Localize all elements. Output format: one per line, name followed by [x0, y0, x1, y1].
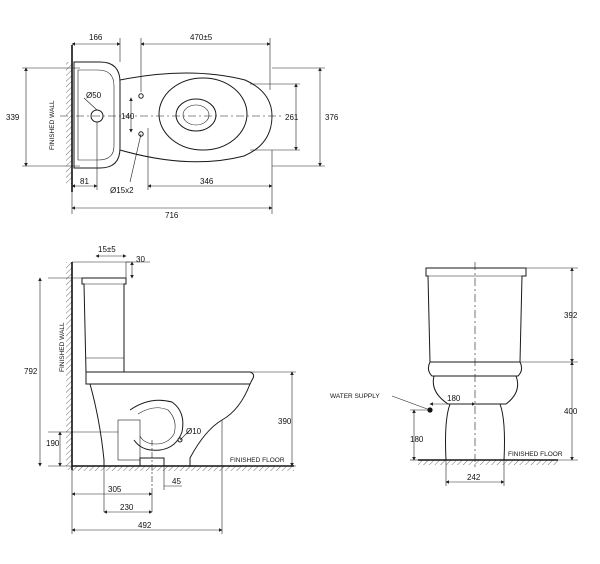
dim-180b-label: 180	[410, 435, 424, 444]
plan-bowl-trap	[182, 104, 210, 126]
plan-bowl-water	[175, 98, 217, 132]
dim-392-label: 392	[564, 311, 578, 320]
leader-15x2	[129, 133, 142, 183]
side-floor-hatch	[72, 466, 294, 471]
dim-716-label: 716	[165, 211, 179, 220]
dim-346-label: 346	[200, 177, 214, 186]
plan-bowl-outline	[119, 72, 273, 163]
dim-166-label: 166	[89, 33, 103, 42]
dim-15x2-label: Ø15x2	[110, 186, 134, 195]
side-trap-body	[117, 419, 141, 461]
dim-180a-label: 180	[447, 394, 461, 403]
front-view: 392 400 180 180 242 WATER SUPPLY FINISHE…	[330, 262, 578, 486]
dim-376-label: 376	[325, 113, 339, 122]
plan-tank-inner	[77, 69, 115, 161]
dim-10-label: Ø10	[186, 427, 202, 436]
front-seat	[427, 361, 523, 377]
front-bowl	[432, 375, 519, 405]
plan-bolt-hole-top	[138, 93, 144, 99]
leader-50	[83, 97, 98, 111]
side-bowl-back	[89, 383, 105, 466]
side-finished-floor-label: FINISHED FLOOR	[230, 457, 285, 464]
front-floor-hatch	[418, 460, 558, 465]
plan-view: 166 470±5 339 376 261 140 Ø50 Ø15x2 81 3…	[6, 33, 339, 220]
dim-190-label: 190	[46, 439, 60, 448]
dim-470-label: 470±5	[190, 33, 213, 42]
side-view: 15±5 30 792 190 390 Ø10 45 305 230 492 F…	[24, 245, 296, 534]
dim-45-label: 45	[172, 477, 181, 486]
dim-15-label: 15±5	[98, 245, 116, 254]
dim-81-label: 81	[80, 177, 89, 186]
side-bowl-front	[189, 383, 251, 466]
dim-492-label: 492	[138, 521, 152, 530]
water-supply-label: WATER SUPPLY	[330, 393, 380, 400]
side-seat	[85, 371, 255, 385]
dim-230-label: 230	[120, 503, 134, 512]
dim-140-label: 140	[121, 112, 135, 121]
water-supply-leader	[391, 395, 431, 411]
plan-wall-hatch	[66, 62, 72, 184]
dim-390-label: 390	[278, 417, 292, 426]
dim-792-label: 792	[24, 367, 38, 376]
side-wall-hatch	[66, 262, 72, 470]
plan-bowl-rim	[158, 77, 248, 151]
leader-10	[179, 429, 191, 441]
dim-305-label: 305	[108, 485, 122, 494]
dim-30-label: 30	[136, 255, 145, 264]
side-trap-inner	[137, 407, 176, 445]
front-tank	[425, 267, 527, 363]
dim-261-label: 261	[285, 113, 299, 122]
dim-339-label: 339	[6, 113, 20, 122]
dim-400-label: 400	[564, 407, 578, 416]
dim-50-label: Ø50	[86, 91, 102, 100]
dim-242-label: 242	[467, 473, 481, 482]
side-finished-wall-label: FINISHED WALL	[59, 322, 66, 372]
plan-tank-outline	[73, 61, 121, 169]
plan-finished-wall-label: FINISHED WALL	[49, 100, 56, 150]
side-trap-outer	[129, 399, 184, 451]
front-finished-floor-label: FINISHED FLOOR	[508, 451, 563, 458]
